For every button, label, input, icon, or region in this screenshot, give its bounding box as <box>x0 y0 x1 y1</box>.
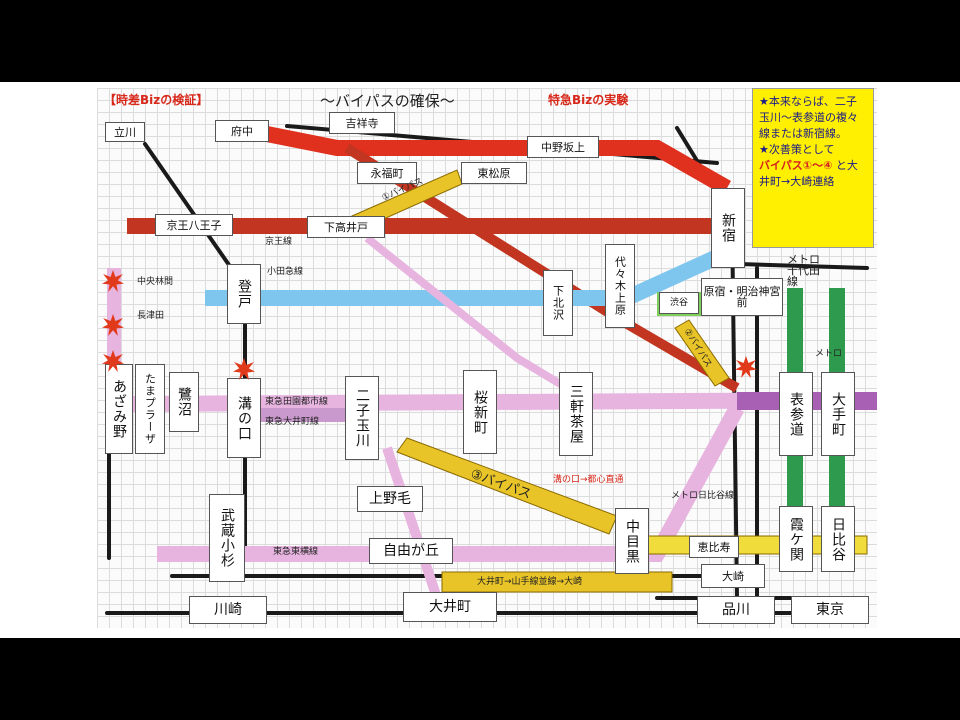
station-fuchu: 府中 <box>215 120 269 142</box>
station-shinagawa: 品川 <box>697 596 775 624</box>
station-oimachi: 大井町 <box>403 592 497 622</box>
station-eifukucho: 永福町 <box>357 162 417 184</box>
station-omotesando: 表参道 <box>779 372 813 456</box>
station-tamaplaza: たまプラーザ <box>135 364 165 454</box>
station-futakotamagawa: 二子玉川 <box>345 376 379 460</box>
page-title: ～バイパスの確保～ <box>320 92 455 110</box>
label-chuo-rinkan: 中央林間 <box>137 277 174 287</box>
label-oimachi-line: 東急大井町線 <box>265 417 320 427</box>
label-metro: メトロ <box>815 349 843 359</box>
station-osaki: 大崎 <box>701 564 765 588</box>
route-map: 立川 府中 吉祥寺 中野坂上 永福町 東松原 京王八王子 下高井戸 新宿 下北沢… <box>97 88 877 628</box>
note-box: ★本来ならば、二子玉川～表参道の複々線または新宿線。 ★次善策として バイパス①… <box>752 88 874 248</box>
heading-right: 特急Bizの実験 <box>548 93 629 107</box>
line-oimachi <box>382 446 442 600</box>
label-den-en-toshi: 東急田園都市線 <box>265 397 329 407</box>
label-odakyu-line: 小田急線 <box>267 267 304 277</box>
station-tokyo: 東京 <box>791 596 869 624</box>
line-hanzomon-diag <box>364 234 570 392</box>
station-shimokitazawa: 下北沢 <box>543 270 573 336</box>
station-nakameguro: 中目黒 <box>615 508 649 574</box>
note-line1: ★本来ならば、二子玉川～表参道の複々線または新宿線。 <box>759 95 858 140</box>
station-kichijoji: 吉祥寺 <box>329 112 395 134</box>
station-sangenjaya: 三軒茶屋 <box>559 372 593 456</box>
station-tachikawa: 立川 <box>105 122 145 142</box>
station-shibuya: 渋谷 <box>659 292 699 314</box>
label-toyoko: 東急東横線 <box>273 547 319 557</box>
station-harajuku: 原宿・明治神宮前 <box>701 278 783 316</box>
label-chiyoda-line: メトロ千代田線 <box>787 253 820 288</box>
bypass-2 <box>674 319 730 387</box>
station-kawasaki: 川崎 <box>189 596 267 624</box>
station-higashimatsubara: 東松原 <box>461 162 527 184</box>
station-jiyugaoka: 自由が丘 <box>369 538 453 564</box>
station-shinjuku: 新宿 <box>711 188 745 268</box>
note-line3: と大井町→大崎連絡 <box>759 158 858 188</box>
station-keio-hachioji: 京王八王子 <box>155 214 233 236</box>
bypass-4-label: 大井町→山手線並線→大崎 <box>477 577 583 587</box>
note-highlight: バイパス①～④ <box>759 158 833 172</box>
station-kaminoge: 上野毛 <box>357 486 423 512</box>
line-purple-left <box>257 408 347 422</box>
station-yoyogiuehara: 代々木上原 <box>605 244 635 328</box>
station-mizonokuchi: 溝の口 <box>227 378 261 458</box>
label-nagatsuta: 長津田 <box>137 311 165 321</box>
station-azamino: あざみ野 <box>105 364 133 454</box>
station-otemachi: 大手町 <box>821 372 855 456</box>
note-line2: ★次善策として <box>759 142 835 156</box>
station-nakano-sakaue: 中野坂上 <box>527 136 599 158</box>
line-chuo <box>255 124 731 195</box>
station-sakurashinmachi: 桜新町 <box>463 370 497 454</box>
station-ebisu: 恵比寿 <box>689 536 739 558</box>
station-musashikosugi: 武蔵小杉 <box>209 494 245 582</box>
heading-left: 【時差Bizの検証】 <box>104 93 209 107</box>
station-saginuma: 鷺沼 <box>169 372 199 432</box>
station-kasumigaseki: 霞ケ関 <box>779 506 813 572</box>
station-shimotakaido: 下高井戸 <box>307 216 385 238</box>
bypass-4 <box>441 571 673 593</box>
label-keio-line: 京王線 <box>265 237 293 247</box>
station-hibiya: 日比谷 <box>821 506 855 572</box>
station-noborito: 登戸 <box>227 264 261 324</box>
label-mizonokuchi-route: 溝の口→都心直通 <box>553 475 624 485</box>
label-hibiya-line: メトロ日比谷線 <box>671 491 735 501</box>
